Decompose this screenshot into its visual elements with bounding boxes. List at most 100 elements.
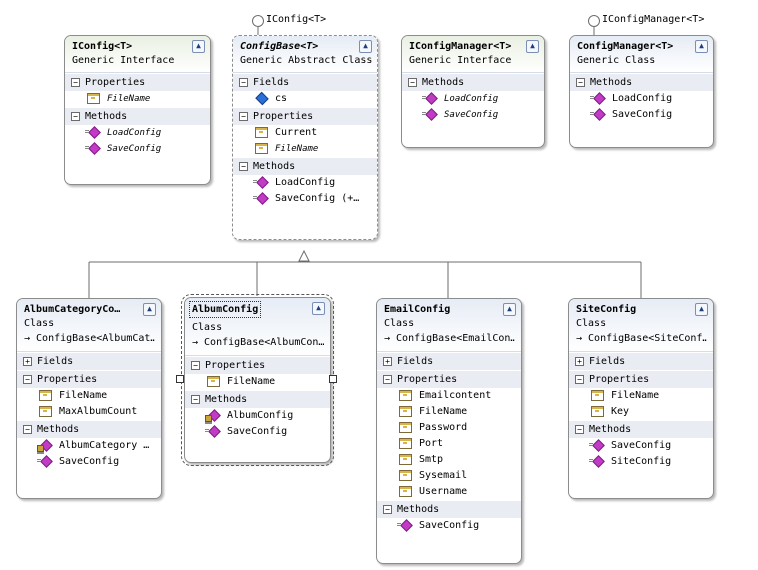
collapse-icon[interactable]: − (191, 394, 200, 404)
class-box-albumcategoryconfig[interactable]: AlbumCategoryCo…Class→ ConfigBase<AlbumC… (16, 298, 162, 499)
member-item[interactable]: FileName (185, 374, 330, 390)
member-item[interactable]: Smtp (377, 452, 521, 468)
member-item[interactable]: AlbumConfig (185, 408, 330, 424)
member-item[interactable]: MaxAlbumCount (17, 404, 161, 420)
collapse-icon[interactable]: − (71, 77, 80, 87)
collapse-chevron-icon[interactable]: ▲ (526, 40, 539, 53)
member-item[interactable]: SaveConfig (377, 518, 521, 534)
member-item[interactable]: Sysemail (377, 468, 521, 484)
class-header: ConfigBase<T>Generic Abstract Class▲ (233, 36, 377, 73)
class-box-iconfigmanager[interactable]: IConfigManager<T>Generic Interface▲−Meth… (401, 35, 545, 148)
member-item[interactable]: FileName (377, 404, 521, 420)
compartment-label: Methods (85, 111, 128, 122)
member-item[interactable]: FileName (65, 91, 210, 107)
member-item[interactable]: SaveConfig (17, 454, 161, 470)
compartment-fields[interactable]: +Fields (377, 352, 521, 370)
compartment-methods[interactable]: −Methods (377, 500, 521, 518)
compartment-methods[interactable]: −Methods (185, 390, 330, 408)
selection-handle-right[interactable] (329, 375, 337, 383)
class-title: IConfigManager<T> (409, 41, 512, 52)
collapse-icon[interactable]: − (575, 374, 584, 384)
compartment-properties[interactable]: −Properties (17, 370, 161, 388)
compartment-methods[interactable]: −Methods (569, 420, 713, 438)
collapse-icon[interactable]: − (239, 161, 248, 171)
compartment-properties[interactable]: −Properties (185, 356, 330, 374)
compartment-properties[interactable]: −Properties (65, 73, 210, 91)
member-item[interactable]: AlbumCategory … (17, 438, 161, 454)
expand-icon[interactable]: + (383, 356, 392, 366)
member-item[interactable]: FileName (569, 388, 713, 404)
compartment-methods[interactable]: −Methods (570, 73, 713, 91)
member-label: LoadConfig (275, 177, 336, 188)
compartment-fields[interactable]: +Fields (17, 352, 161, 370)
member-label: cs (275, 93, 288, 104)
collapse-icon[interactable]: − (383, 504, 392, 514)
collapse-chevron-icon[interactable]: ▲ (192, 40, 205, 53)
collapse-icon[interactable]: − (239, 111, 248, 121)
compartment-methods[interactable]: −Methods (65, 107, 210, 125)
compartment-properties[interactable]: −Properties (233, 107, 377, 125)
expand-icon[interactable]: + (23, 356, 32, 366)
compartment-properties[interactable]: −Properties (569, 370, 713, 388)
member-item[interactable]: FileName (233, 141, 377, 157)
collapse-icon[interactable]: − (383, 374, 392, 384)
member-item[interactable]: SaveConfig (65, 141, 210, 157)
member-item[interactable]: SaveConfig (569, 438, 713, 454)
member-item[interactable]: Emailcontent (377, 388, 521, 404)
collapse-chevron-icon[interactable]: ▲ (503, 303, 516, 316)
collapse-icon[interactable]: − (23, 424, 32, 434)
property-icon (37, 405, 53, 417)
expand-icon[interactable]: + (575, 356, 584, 366)
collapse-icon[interactable]: − (23, 374, 32, 384)
collapse-chevron-icon[interactable]: ▲ (695, 303, 708, 316)
member-item[interactable]: Current (233, 125, 377, 141)
member-item[interactable]: SaveConfig (185, 424, 330, 440)
collapse-icon[interactable]: − (408, 77, 417, 87)
member-item[interactable]: LoadConfig (65, 125, 210, 141)
member-item[interactable]: Port (377, 436, 521, 452)
compartment-methods[interactable]: −Methods (233, 157, 377, 175)
member-item[interactable]: Username (377, 484, 521, 500)
member-label: Smtp (419, 454, 444, 465)
compartment-fields[interactable]: + Fields (569, 352, 713, 370)
collapse-chevron-icon[interactable]: ▲ (359, 40, 372, 53)
member-item[interactable]: Key (569, 404, 713, 420)
member-item[interactable]: SaveConfig (+… (233, 191, 377, 207)
compartment-methods[interactable]: −Methods (402, 73, 544, 91)
member-item[interactable]: LoadConfig (402, 91, 544, 107)
class-header: AlbumCategoryCo…Class→ ConfigBase<AlbumC… (17, 299, 161, 352)
collapse-chevron-icon[interactable]: ▲ (695, 40, 708, 53)
member-item[interactable]: LoadConfig (233, 175, 377, 191)
compartment-methods[interactable]: −Methods (17, 420, 161, 438)
member-item[interactable]: SiteConfig (569, 454, 713, 470)
collapse-icon[interactable]: − (575, 424, 584, 434)
member-item[interactable]: SaveConfig (570, 107, 713, 123)
compartment-label: Fields (589, 356, 626, 367)
member-label: FileName (59, 390, 108, 401)
property-icon (397, 485, 413, 497)
collapse-icon[interactable]: − (239, 77, 248, 87)
property-icon (397, 437, 413, 449)
collapse-icon[interactable]: − (71, 111, 80, 121)
collapse-icon[interactable]: − (576, 77, 585, 87)
member-item[interactable]: Password (377, 420, 521, 436)
collapse-chevron-icon[interactable]: ▲ (312, 302, 325, 315)
class-kind: Generic Abstract Class (240, 55, 373, 66)
member-item[interactable]: cs (233, 91, 377, 107)
class-box-configbase[interactable]: ConfigBase<T>Generic Abstract Class▲−Fie… (232, 35, 378, 240)
selection-handle-left[interactable] (176, 375, 184, 383)
compartment-properties[interactable]: −Properties (377, 370, 521, 388)
member-item[interactable]: LoadConfig (570, 91, 713, 107)
compartment-label: Methods (590, 77, 633, 88)
collapse-icon[interactable]: − (191, 360, 200, 370)
member-item[interactable]: SaveConfig (402, 107, 544, 123)
member-item[interactable]: FileName (17, 388, 161, 404)
collapse-chevron-icon[interactable]: ▲ (143, 303, 156, 316)
compartment-fields[interactable]: −Fields (233, 73, 377, 91)
